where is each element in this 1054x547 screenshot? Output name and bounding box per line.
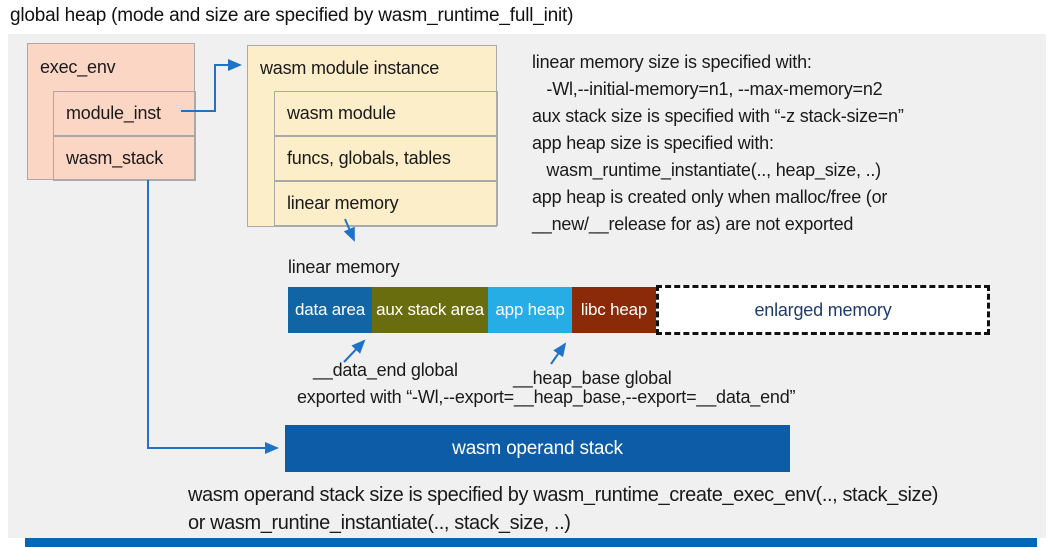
note-line: app heap size is specified with:: [532, 133, 774, 153]
exec-env-title: exec_env: [40, 57, 116, 77]
notes-bottom: wasm operand stack size is specified by …: [188, 481, 938, 537]
exported-annotation: exported with “-Wl,--export=__heap_base,…: [297, 387, 796, 407]
note-line: wasm operand stack size is specified by …: [188, 484, 939, 506]
module-instance-box: wasm module instance wasm module funcs, …: [247, 45, 498, 227]
note-line: or wasm_runtine_instantiate(.., stack_si…: [188, 512, 571, 534]
data-end-annotation: __data_end global: [313, 360, 458, 380]
linear-memory-label: linear memory: [288, 257, 400, 277]
module-instance-title: wasm module instance: [260, 58, 440, 78]
note-line: app heap is created only when malloc/fre…: [532, 187, 888, 207]
operand-stack-box: wasm operand stack: [285, 425, 790, 472]
module-instance-row-linear-memory: linear memory: [274, 181, 498, 226]
segment-libc-heap: libc heap: [572, 287, 656, 333]
exec-env-row-wasm-stack: wasm_stack: [53, 136, 196, 181]
note-line: wasm_runtime_instantiate(.., heap_size, …: [532, 160, 881, 180]
module-instance-row-funcs-globals-tables: funcs, globals, tables: [274, 136, 498, 181]
exec-env-box: exec_env module_inst wasm_stack: [27, 43, 196, 181]
note-line: -Wl,--initial-memory=n1, --max-memory=n2: [532, 79, 883, 99]
segment-data-area: data area: [288, 287, 372, 333]
page-title: global heap (mode and size are specified…: [10, 5, 574, 26]
note-line: __new/__release for as) are not exported: [532, 214, 854, 234]
exec-env-row-module-inst: module_inst: [53, 91, 196, 136]
note-line: linear memory size is specified with:: [532, 52, 812, 72]
heap-base-annotation: __heap_base global: [513, 368, 672, 388]
note-line: aux stack size is specified with “-z sta…: [532, 106, 904, 126]
module-instance-row-wasm-module: wasm module: [274, 91, 498, 136]
segment-aux-stack-area: aux stack area: [372, 287, 488, 333]
segment-enlarged-memory: enlarged memory: [656, 285, 990, 335]
footer-accent-bar: [25, 538, 1037, 547]
segment-app-heap: app heap: [488, 287, 572, 333]
notes-right: linear memory size is specified with: -W…: [532, 49, 904, 238]
